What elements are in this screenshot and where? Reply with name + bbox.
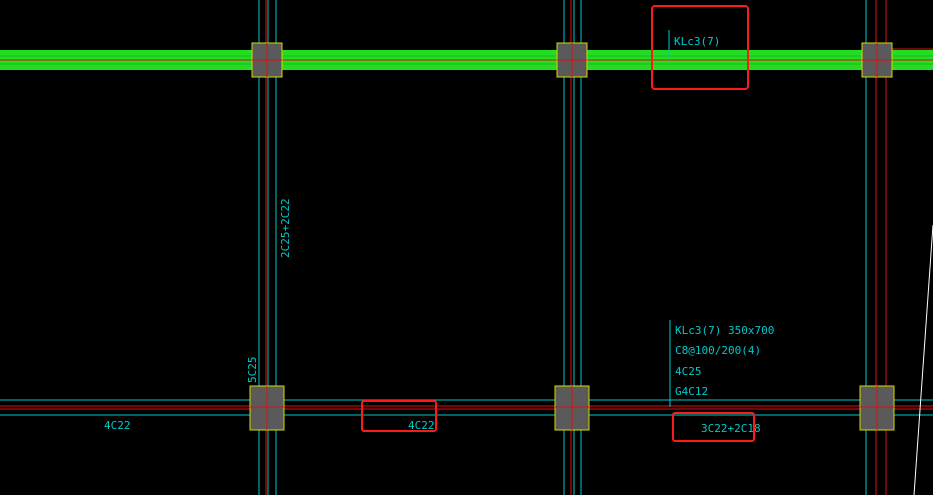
- beam-spec-block: KLc3(7) 350x700 C8@100/200(4) 4C25 G4C12: [675, 324, 774, 398]
- highlight-box-bottom-mid: [361, 400, 437, 432]
- column-top-2[interactable]: [556, 42, 588, 78]
- column-bottom-2[interactable]: [554, 385, 590, 431]
- column-rebar-label: 5C25: [246, 357, 259, 384]
- top-green-beam[interactable]: [0, 48, 933, 70]
- beam-spec-line-3: 4C25: [675, 365, 702, 378]
- column-bottom-3[interactable]: [859, 385, 895, 431]
- highlight-box-bottom-right: [672, 412, 755, 442]
- bottom-beam-lines: [0, 399, 933, 416]
- column-top-3[interactable]: [861, 42, 893, 78]
- bottom-left-rebar-label: 4C22: [104, 419, 131, 432]
- top-beam-tag-label: KLc3(7): [674, 35, 720, 48]
- beam-spec-line-4: G4C12: [675, 385, 708, 398]
- beam-spec-line-2: C8@100/200(4): [675, 344, 761, 357]
- highlight-box-top-tag: [651, 5, 749, 90]
- vertical-rebar-label: 2C25+2C22: [279, 198, 292, 258]
- column-top-1[interactable]: [251, 42, 283, 78]
- bottom-right-rebar-label: 3C22+2C18: [701, 422, 761, 435]
- boundary-diagonal-line: [913, 224, 933, 495]
- beam-spec-line-1: KLc3(7) 350x700: [675, 324, 774, 337]
- bottom-mid-rebar-label: 4C22: [408, 419, 435, 432]
- column-bottom-1[interactable]: [249, 385, 285, 431]
